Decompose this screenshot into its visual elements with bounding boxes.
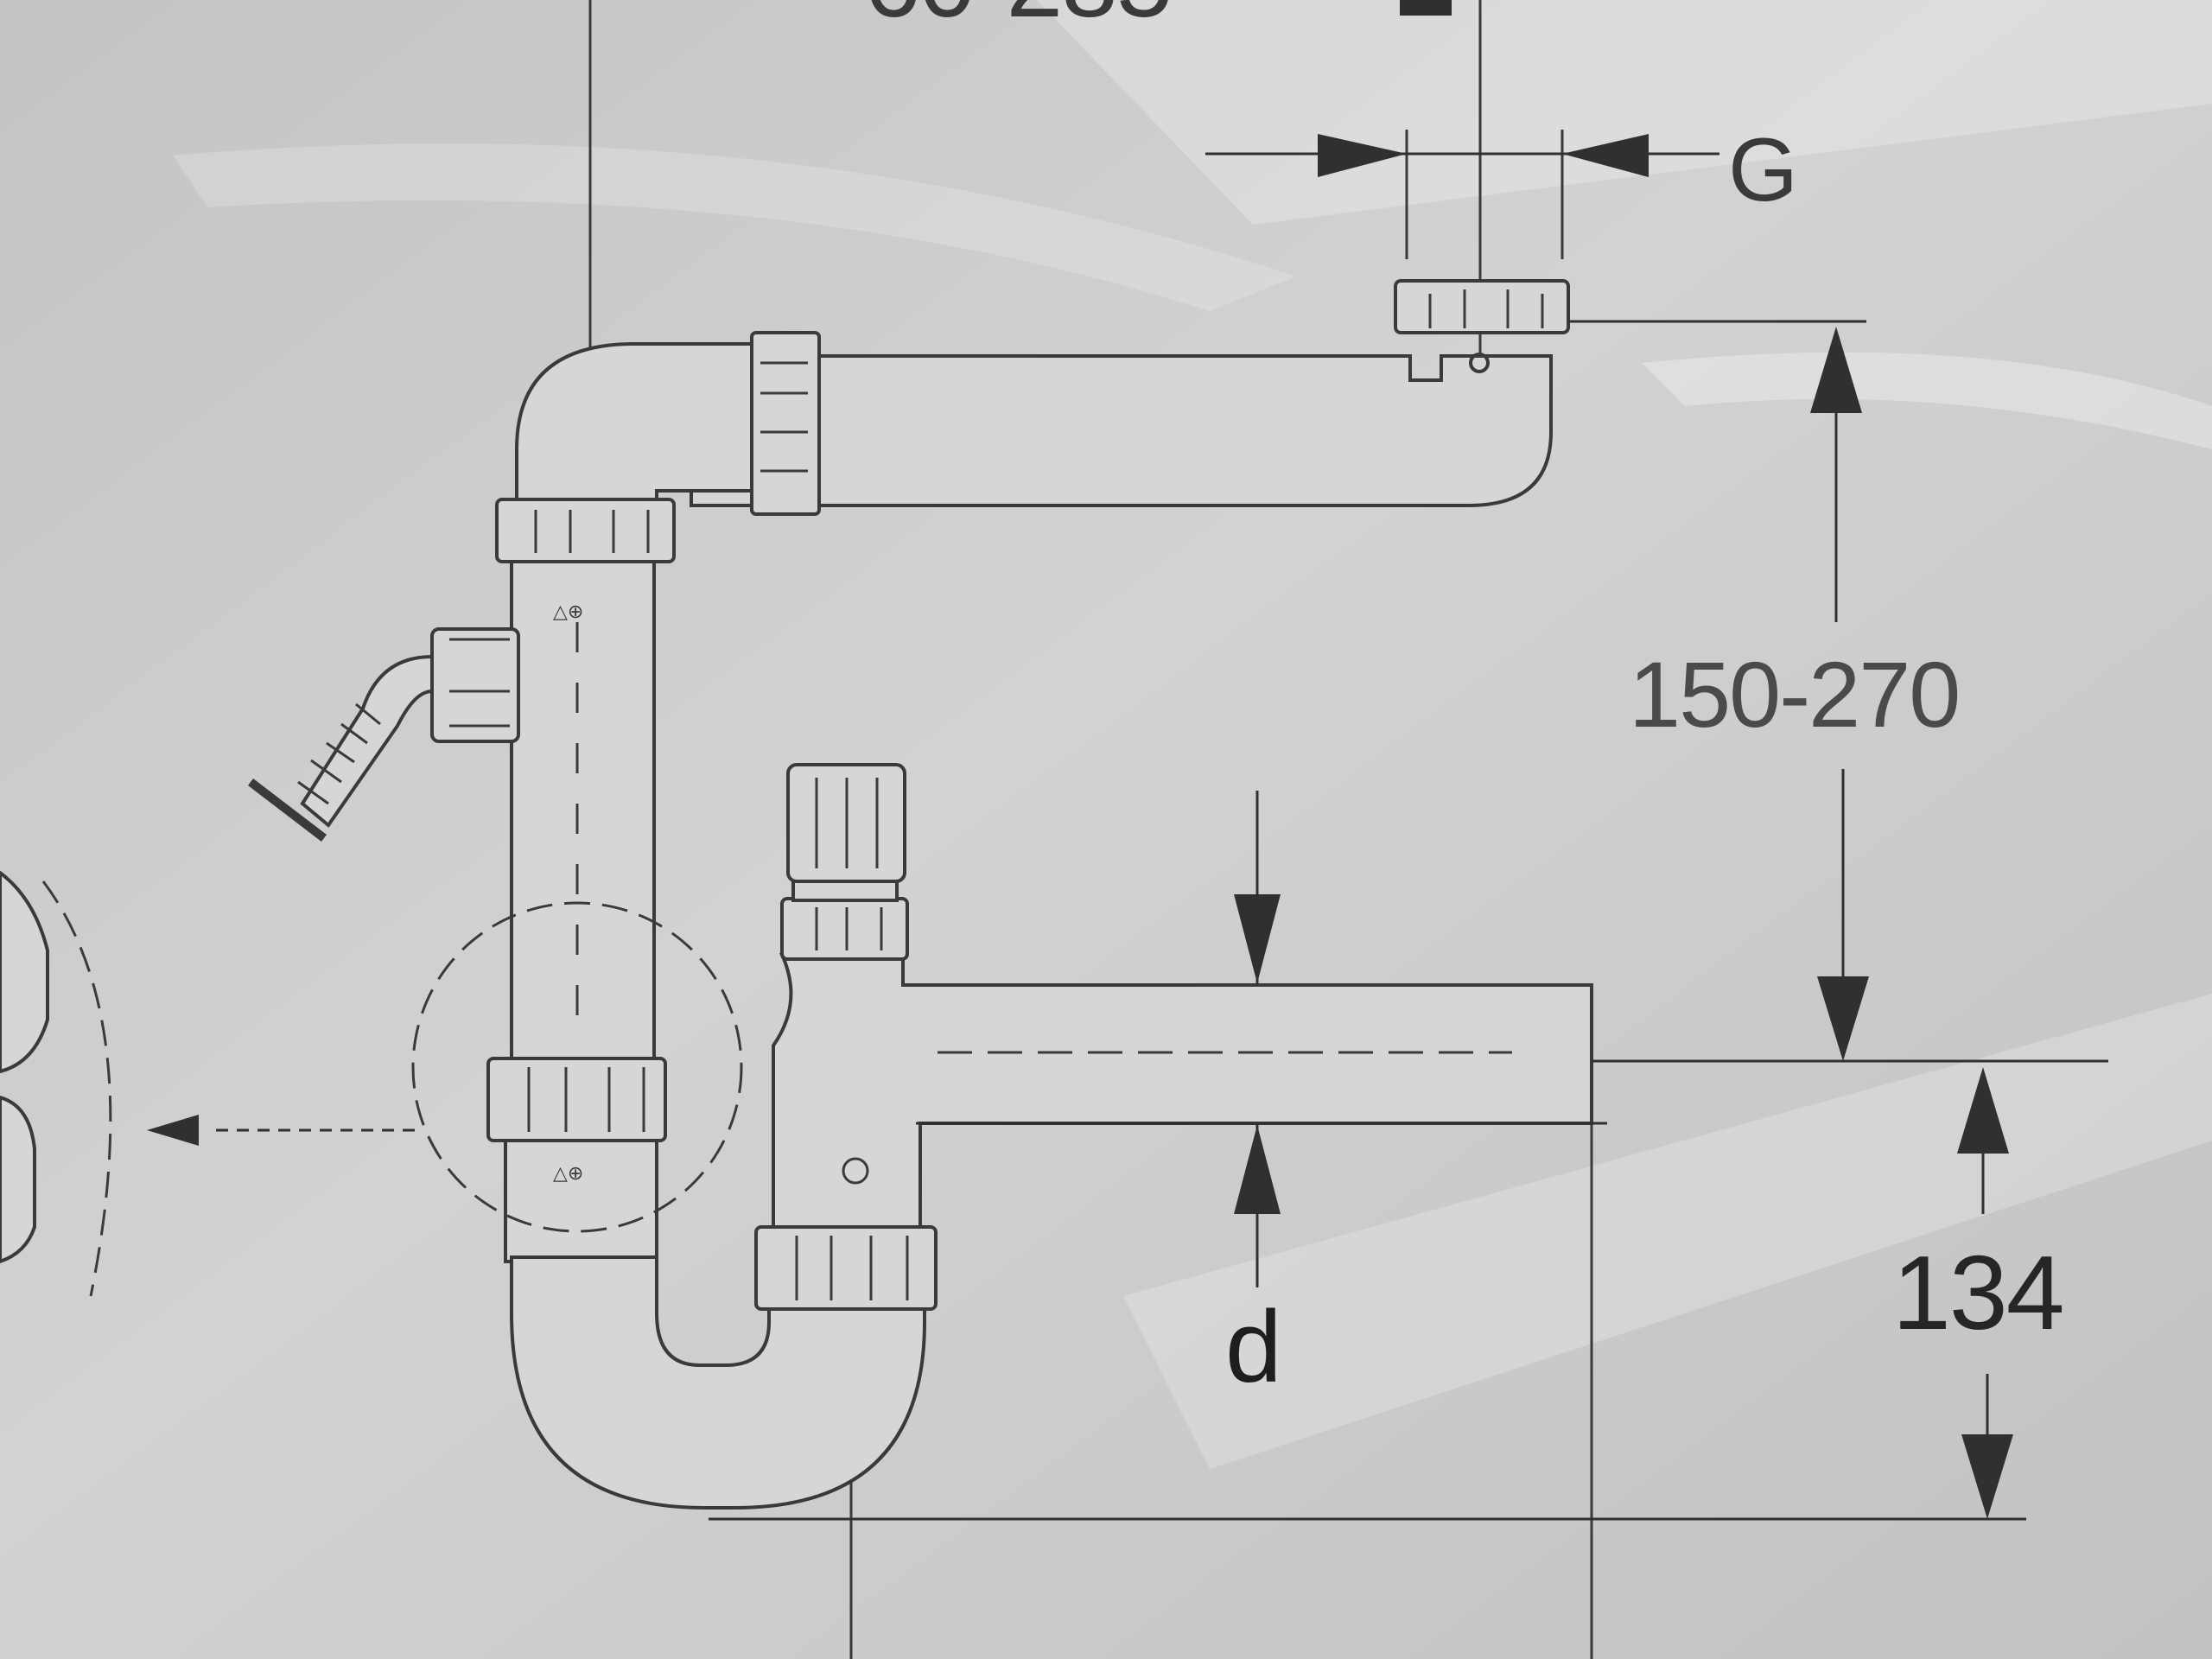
g-dimension [1205,134,1719,177]
diameter-label: d [1225,1290,1282,1404]
u-bend [510,1225,938,1510]
upper-elbow [495,331,821,563]
side-inlet-hose [247,627,520,842]
t-piece-outlet [772,763,1593,1229]
svg-text:△⊕: △⊕ [553,1162,583,1184]
main-vertical-pipe: △⊕ △⊕ [486,560,667,1263]
d-dimension [916,791,1607,1287]
trap-depth-dimension [709,1067,2026,1521]
g-dimension-label: G [1728,120,1798,220]
detail-view-partial [0,870,49,1264]
detail-arrow [147,1115,415,1146]
height-range-label: 150-270 [1629,642,1961,747]
detail-circle [41,880,743,1297]
svg-text:△⊕: △⊕ [553,601,583,622]
top-dimension-label: 60-285 [864,0,1173,33]
top-dimension-arrow [1400,0,1452,16]
trap-depth-label: 134 [1892,1234,2065,1351]
height-range-dimension [1568,320,2108,1063]
upper-pipe [690,279,1570,507]
